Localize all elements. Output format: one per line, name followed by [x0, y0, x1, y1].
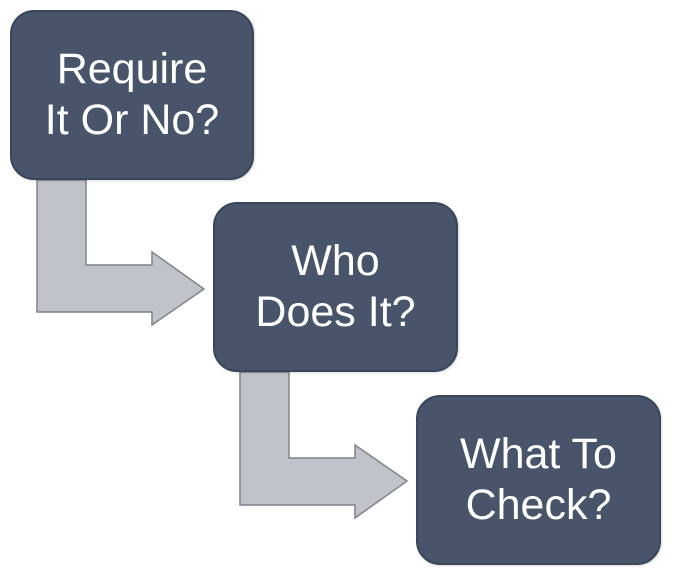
step-3-line-1: What To: [460, 430, 617, 479]
step-box-what: What To Check?: [416, 395, 661, 565]
bent-arrow-2-shape: [239, 371, 409, 520]
step-2-line-2: Does It?: [255, 288, 416, 336]
step-box-require: Require It Or No?: [10, 10, 254, 180]
step-1-line-2: It Or No?: [44, 96, 220, 144]
step-3-line-2: Check?: [465, 481, 612, 529]
bent-arrow-1-shape: [36, 179, 206, 327]
step-1-line-1: Require: [56, 45, 208, 94]
step-2-line-1: Who: [291, 237, 380, 286]
step-box-who: Who Does It?: [213, 202, 458, 372]
